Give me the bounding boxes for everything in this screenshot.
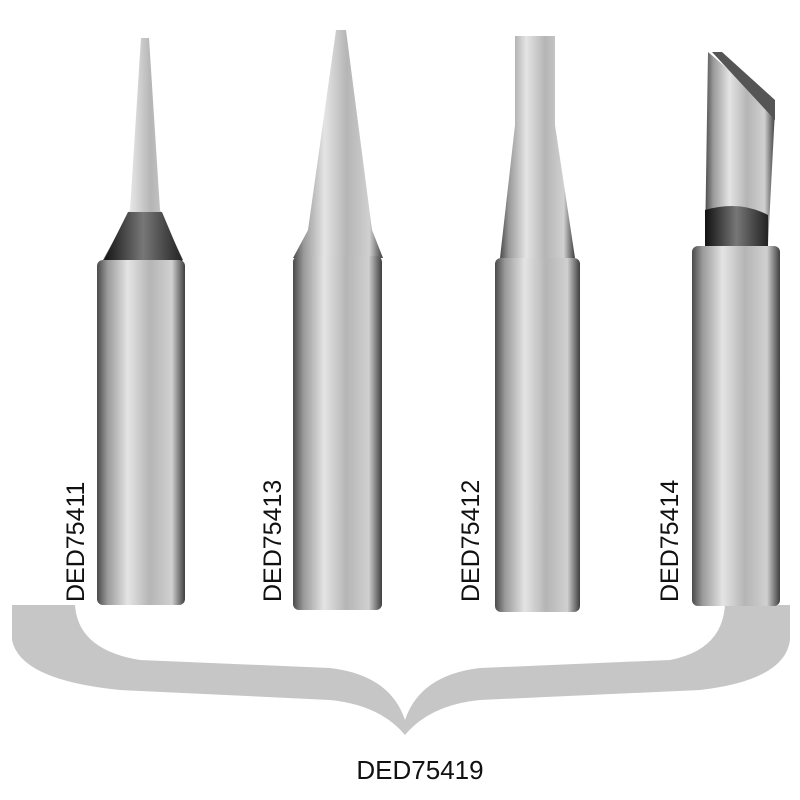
- set-code-label: DED75419: [356, 755, 484, 785]
- tip-code-label: DED75413: [259, 479, 287, 602]
- tip-ded75411: [97, 38, 185, 605]
- grouping-brace: [12, 605, 790, 735]
- tip-ded75412: [495, 36, 580, 612]
- tip-ded75413: [293, 30, 383, 610]
- tip-ded75414: [692, 52, 780, 606]
- tip-code-label: DED75414: [656, 479, 684, 602]
- tip-code-label: DED75411: [62, 481, 90, 602]
- tip-code-label: DED75412: [457, 479, 485, 602]
